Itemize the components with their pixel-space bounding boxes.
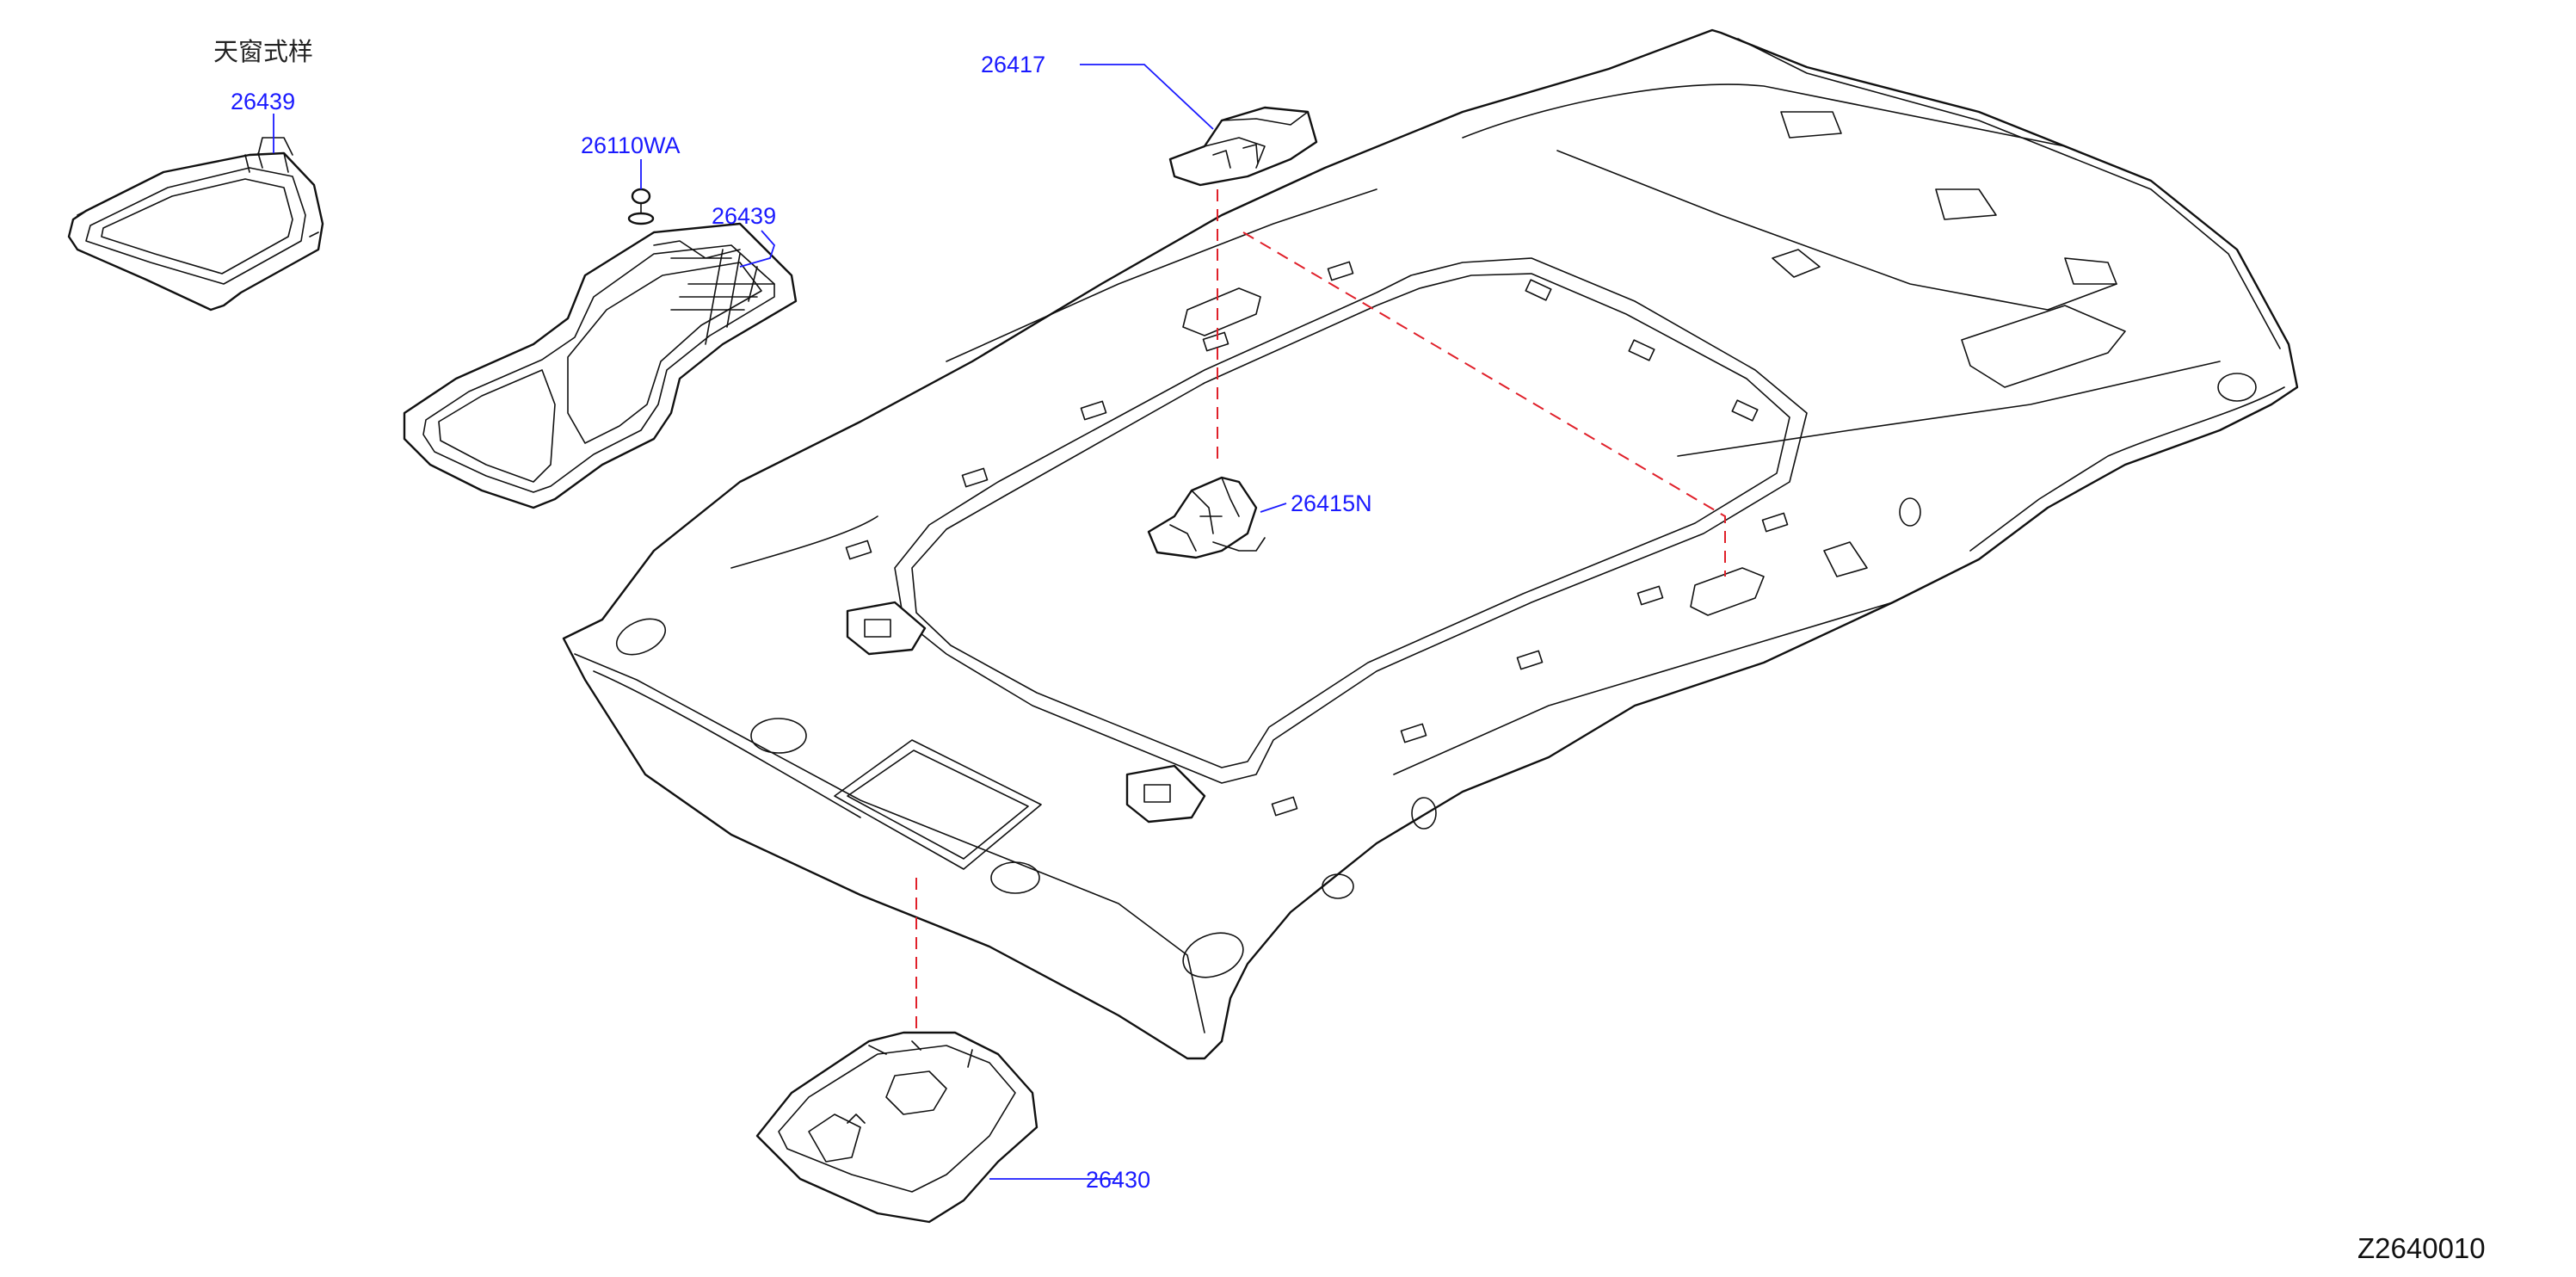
clip-pads: [845, 261, 1789, 817]
part-number-map-lamp[interactable]: 26430: [1086, 1167, 1150, 1193]
center-lamp: [1147, 476, 1266, 559]
part-number-sunroof-frame-large[interactable]: 26439: [712, 203, 776, 229]
map-lamp: [755, 1031, 1038, 1224]
figure-code: Z2640010: [2357, 1232, 2486, 1264]
headliner-recesses: [615, 111, 2257, 978]
visor-clip-left: [846, 601, 927, 656]
part-number-center-lamp[interactable]: 26415N: [1291, 490, 1372, 516]
assist-grip-bracket: [1168, 106, 1318, 187]
variant-label: 天窗式样: [213, 37, 313, 66]
part-number-clip[interactable]: 26110WA: [581, 133, 681, 158]
headliner: [562, 28, 2299, 1060]
visor-clip-right: [1125, 764, 1206, 824]
part-number-sunroof-frame-small[interactable]: 26439: [231, 89, 295, 114]
part-number-assist-grip-bracket[interactable]: 26417: [981, 52, 1045, 77]
sunroof-frame-large: [403, 222, 798, 509]
alignment-guides: [915, 189, 1726, 1028]
clip-part: [627, 188, 655, 225]
leader-lines: [273, 64, 1287, 1180]
sunroof-frame-small: [67, 137, 324, 312]
